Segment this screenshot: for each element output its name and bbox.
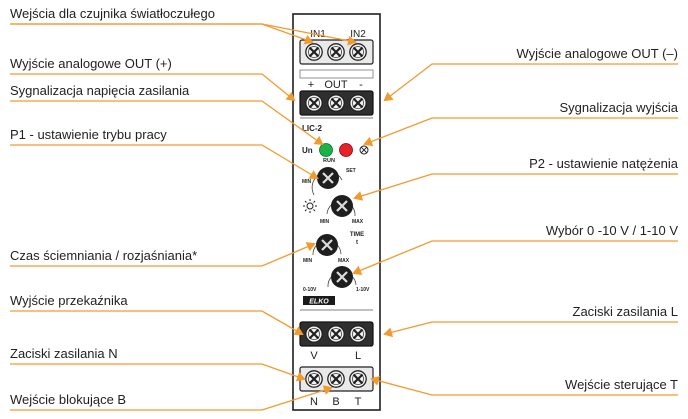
v110-label: 1-10V bbox=[356, 287, 370, 293]
in2-label: IN2 bbox=[350, 29, 366, 40]
model-label: LIC-2 bbox=[302, 124, 323, 133]
label-relay-output: Wyjście przekaźnika bbox=[10, 293, 128, 308]
set-label: SET bbox=[346, 168, 356, 174]
brand-logo bbox=[303, 296, 335, 305]
terminal-relay-supply bbox=[299, 321, 374, 347]
label-supply-n: Zaciski zasilania N bbox=[10, 346, 118, 361]
label-p2-intensity: P2 - ustawienie natężenia bbox=[529, 156, 678, 171]
label-out-minus: Wyjście analogowe OUT (–) bbox=[516, 46, 678, 61]
label-in-sensor: Wejścia dla czujnika światłoczułego bbox=[10, 6, 215, 21]
v010-label: 0-10V bbox=[303, 287, 317, 293]
term-v-label: V bbox=[310, 350, 318, 362]
label-supply-signal: Sygnalizacja napięcia zasilania bbox=[10, 83, 190, 98]
run-label: RUN bbox=[323, 158, 335, 164]
terminal-out bbox=[299, 90, 374, 116]
knob-range[interactable] bbox=[327, 266, 357, 288]
min-label-p2: MIN bbox=[320, 219, 330, 225]
t-label: t bbox=[356, 240, 358, 246]
label-dimming-time: Czas ściemniania / rozjaśniania* bbox=[10, 248, 198, 263]
brand-text: ELKO bbox=[309, 299, 329, 306]
time-label: TIME bbox=[350, 232, 364, 238]
out-minus-sign: - bbox=[359, 79, 363, 91]
term-l-label: L bbox=[355, 350, 361, 362]
sun-icon bbox=[303, 199, 317, 213]
leader-lines bbox=[10, 23, 678, 411]
terminal-bottom bbox=[299, 366, 374, 392]
led-red bbox=[339, 143, 353, 157]
min-label-p1: MIN bbox=[302, 179, 312, 185]
max-label-p2: MAX bbox=[352, 219, 364, 225]
terminal-in bbox=[299, 39, 374, 65]
label-blocking-b: Wejście blokujące B bbox=[10, 392, 127, 407]
label-supply-l: Zaciski zasilania L bbox=[572, 304, 679, 319]
max-label-time: MAX bbox=[338, 258, 350, 264]
led-green bbox=[319, 143, 333, 157]
out-text: OUT bbox=[324, 79, 348, 91]
min-label-time: MIN bbox=[303, 258, 313, 264]
out-plus-sign: + bbox=[308, 79, 314, 91]
label-range-select: Wybór 0 -10 V / 1-10 V bbox=[545, 223, 678, 238]
term-n-label: N bbox=[310, 396, 318, 408]
knob-p1[interactable] bbox=[311, 167, 343, 196]
label-p1-mode: P1 - ustawienie trybu pracy bbox=[10, 127, 167, 142]
label-control-t: Wejście sterujące T bbox=[565, 377, 678, 392]
label-out-plus: Wyjście analogowe OUT (+) bbox=[10, 56, 172, 71]
knob-p2[interactable] bbox=[326, 195, 356, 217]
term-b-label: B bbox=[332, 396, 339, 408]
un-label: Un bbox=[302, 146, 313, 155]
term-t-label: T bbox=[355, 396, 362, 408]
label-output-signal: Sygnalizacja wyjścia bbox=[559, 100, 679, 115]
